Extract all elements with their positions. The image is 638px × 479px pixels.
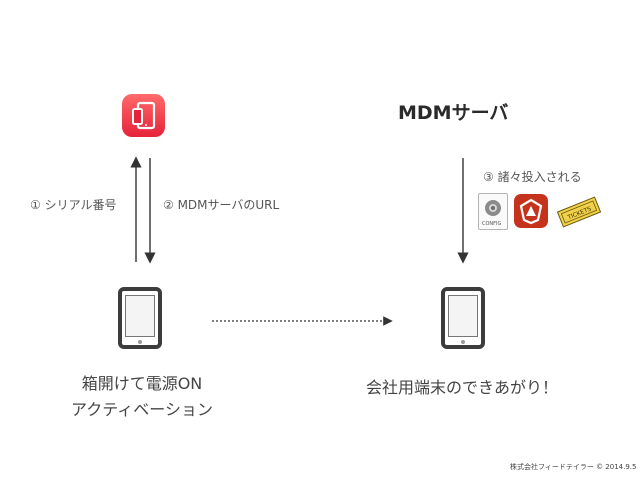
tablet-home-button <box>138 340 142 344</box>
config-icon-text: CONFIG <box>482 221 502 227</box>
mdm-app-icon <box>122 94 165 137</box>
serial-label: ① シリアル番号 <box>30 198 117 212</box>
red-app-icon <box>514 194 548 228</box>
unbox-caption: 箱開けて電源ON アクティベーション <box>62 371 222 423</box>
shield-glyph-icon <box>519 198 543 225</box>
tablet-screen <box>125 295 155 337</box>
unbox-caption-line2: アクティベーション <box>71 400 213 419</box>
tablet-phone-glyph <box>132 101 156 130</box>
tickets-icon: TICKETS <box>556 194 602 230</box>
gear-icon <box>485 200 501 216</box>
footer-copyright: 株式会社フィードテイラー © 2014.9.5 <box>510 463 637 471</box>
unbox-caption-line1: 箱開けて電源ON <box>81 374 203 393</box>
tablet-icon-left <box>118 287 162 349</box>
done-caption: 会社用端末のできあがり！ <box>365 378 558 397</box>
profiles-label: ③ 諸々投入される <box>483 170 582 184</box>
server-title: MDMサーバ <box>398 102 509 124</box>
tablet-home-button <box>461 340 465 344</box>
config-profile-icon: CONFIG <box>478 193 508 230</box>
mdm-url-label: ② MDMサーバのURL <box>163 198 280 212</box>
tablet-screen <box>448 295 478 337</box>
tablet-icon-right <box>441 287 485 349</box>
ticket-glyph: TICKETS <box>556 196 602 228</box>
